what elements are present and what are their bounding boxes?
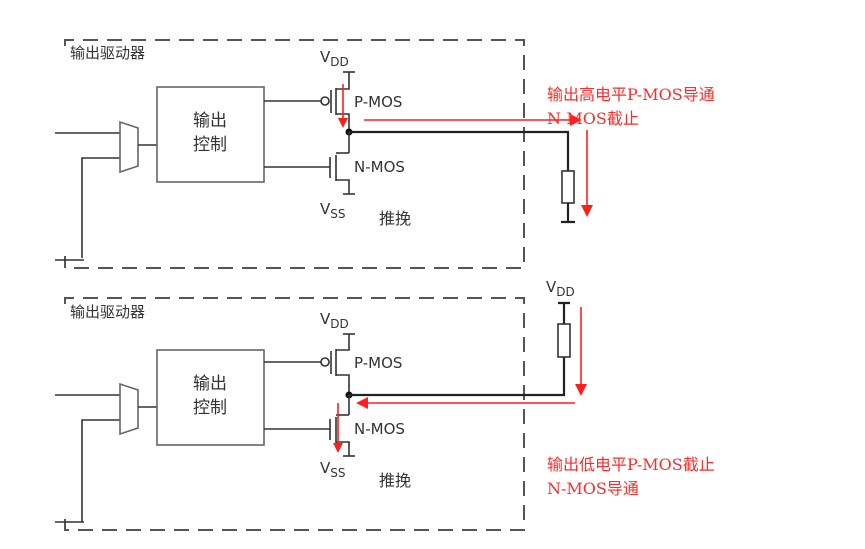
pmos-bubble bbox=[320, 96, 330, 106]
vss-label: VSS bbox=[320, 200, 346, 221]
pmos-bubble bbox=[320, 357, 330, 367]
control-block-line-2: 控制 bbox=[193, 135, 227, 155]
arrowhead-icon bbox=[356, 397, 368, 409]
ground-wire bbox=[561, 203, 575, 224]
diagram-output-high: 输出驱动器 输出 控制 VDD P-MOS bbox=[55, 39, 715, 269]
load-resistor bbox=[561, 170, 575, 204]
nmos-label: N-MOS bbox=[354, 420, 405, 438]
vdd-label: VDD bbox=[320, 310, 349, 331]
push-pull-label: 推挽 bbox=[379, 209, 411, 228]
control-block-line-1: 输出 bbox=[193, 111, 227, 131]
control-block-line-1: 输出 bbox=[193, 374, 227, 394]
frame-label: 输出驱动器 bbox=[70, 44, 145, 62]
output-control-block bbox=[156, 86, 265, 183]
pmos-label: P-MOS bbox=[354, 93, 402, 111]
annotation-line-2: N-MOS导通 bbox=[547, 479, 639, 498]
input-wire-2 bbox=[81, 157, 120, 258]
external-vdd-label: VDD bbox=[546, 278, 575, 299]
arrowhead-icon bbox=[333, 443, 343, 453]
pullup-wire bbox=[558, 301, 570, 324]
input-wire-2 bbox=[81, 419, 120, 522]
diagram-output-low: 输出驱动器 输出 控制 VDD P-MOS bbox=[55, 278, 715, 531]
nmos-label: N-MOS bbox=[354, 158, 405, 176]
arrowhead-icon bbox=[338, 118, 348, 128]
arrowhead-icon bbox=[575, 384, 587, 396]
output-driver-frame bbox=[64, 39, 525, 269]
annotation-line-1: 输出高电平P-MOS导通 bbox=[547, 85, 715, 104]
arrowhead-icon bbox=[581, 205, 593, 217]
nmos-transistor bbox=[329, 395, 355, 457]
pmos-transistor bbox=[320, 71, 355, 132]
frame-label: 输出驱动器 bbox=[70, 303, 145, 321]
vss-label: VSS bbox=[320, 459, 346, 480]
multiplexer bbox=[119, 382, 139, 436]
output-wire bbox=[349, 357, 566, 397]
nmos-transistor bbox=[329, 132, 355, 195]
pmos-transistor bbox=[320, 333, 355, 395]
annotation-line-1: 输出低电平P-MOS截止 bbox=[547, 455, 715, 474]
annotation-line-2: N-MOS截止 bbox=[547, 109, 639, 128]
output-driver-frame bbox=[64, 297, 525, 531]
output-wire bbox=[349, 130, 570, 171]
pullup-resistor bbox=[557, 323, 571, 358]
push-pull-label: 推挽 bbox=[379, 471, 411, 490]
arrowhead-icon bbox=[570, 114, 582, 126]
pmos-label: P-MOS bbox=[354, 354, 402, 372]
vdd-label: VDD bbox=[320, 48, 349, 69]
multiplexer bbox=[119, 120, 139, 174]
output-control-block bbox=[156, 349, 265, 446]
control-block-line-2: 控制 bbox=[193, 398, 227, 418]
